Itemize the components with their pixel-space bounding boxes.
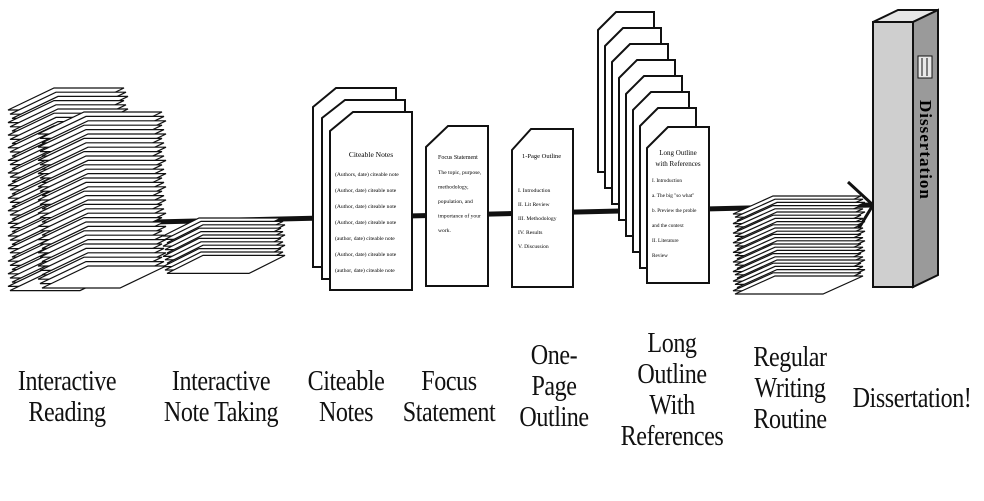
label-line: Reading bbox=[28, 397, 106, 428]
document-line: work. bbox=[438, 228, 451, 234]
paper-sheet bbox=[41, 265, 167, 289]
document-line: a. The big "so what" bbox=[652, 193, 694, 199]
document-line: IV. Results bbox=[518, 230, 542, 236]
label-focus-statement: Focus Statement bbox=[401, 366, 497, 428]
label-line: Long bbox=[647, 328, 697, 359]
citeable-notes-document: Citeable Notes (Authors, date) citeable … bbox=[312, 87, 413, 291]
label-line: Routine bbox=[753, 404, 827, 435]
label-line: Statement bbox=[402, 397, 496, 428]
label-line: Regular bbox=[753, 342, 827, 373]
document-line: II. Lit Review bbox=[518, 202, 550, 208]
document-line: (Author, date) citeable note bbox=[335, 203, 397, 210]
label-line: Interactive bbox=[171, 366, 271, 397]
label-line: Citeable bbox=[307, 366, 385, 397]
document-line: b. Preview the proble bbox=[652, 208, 697, 214]
label-line: Note Taking bbox=[163, 397, 279, 428]
note-taking-stack bbox=[162, 217, 286, 274]
long-outline-title-2: with References bbox=[655, 160, 701, 168]
document-line: V. Discussion bbox=[518, 244, 549, 250]
document-line: (author, date) citeable note bbox=[335, 267, 395, 274]
book-label-box bbox=[917, 55, 933, 79]
document-line: (author, date) citeable note bbox=[335, 235, 395, 242]
label-line: Outline bbox=[637, 359, 707, 390]
label-line: References bbox=[620, 421, 724, 452]
document-line: importance of your bbox=[438, 213, 481, 220]
document-line: II. Literature bbox=[652, 238, 679, 244]
long-outline-lines: I. Introduction a. The big "so what" b. Pr… bbox=[652, 178, 697, 259]
book-spine-title: Dissertation bbox=[916, 100, 935, 200]
document-line: (Author, date) citeable note bbox=[335, 219, 397, 226]
label-interactive-reading: Interactive Reading bbox=[11, 366, 123, 428]
workflow-scene: Citeable Notes (Authors, date) citeable … bbox=[7, 8, 939, 295]
document-line: Review bbox=[652, 253, 668, 259]
one-page-outline-title: 1-Page Outline bbox=[522, 153, 561, 160]
focus-statement-title: Focus Statement bbox=[438, 155, 478, 161]
label-line: Writing bbox=[754, 373, 826, 404]
paper-sheet bbox=[734, 275, 864, 295]
citeable-notes-title: Citeable Notes bbox=[349, 150, 393, 159]
long-outline-document: Long Outline with References I. Introduc… bbox=[646, 126, 710, 284]
reading-stack-right bbox=[37, 111, 167, 289]
label-line: One- bbox=[530, 340, 578, 371]
document-line: and the context bbox=[652, 223, 684, 229]
focus-statement-lines: The topic, purpose, methodology, populatio… bbox=[438, 170, 482, 234]
focus-statement-document: Focus Statement The topic, purpose, metho… bbox=[425, 125, 489, 287]
document-line: population, and bbox=[438, 199, 473, 205]
label-line: Notes bbox=[318, 397, 374, 428]
document-line: III. Methodology bbox=[518, 216, 557, 222]
label-line: Focus bbox=[421, 366, 477, 397]
label-regular-writing-routine: Regular Writing Routine bbox=[745, 342, 834, 435]
regular-writing-stack bbox=[732, 195, 866, 295]
document-line: I. Introduction bbox=[652, 178, 682, 184]
label-line: Interactive bbox=[17, 366, 117, 397]
paper-sheet bbox=[166, 254, 286, 274]
label-line: Page bbox=[531, 371, 577, 402]
dissertation-book: Dissertation bbox=[872, 8, 939, 289]
label-one-page-outline: One- Page Outline bbox=[514, 340, 593, 433]
document-line: methodology, bbox=[438, 185, 469, 191]
label-line: With bbox=[649, 390, 695, 421]
document-line: The topic, purpose, bbox=[438, 170, 482, 176]
label-line: Outline bbox=[519, 402, 589, 433]
citeable-notes-lines: (Authors, date) citeable note (Author, da… bbox=[335, 171, 399, 274]
document-line: (Author, date) citeable note bbox=[335, 251, 397, 258]
long-outline-title-1: Long Outline bbox=[659, 149, 697, 157]
document-line: I. Introduction bbox=[518, 188, 551, 194]
label-dissertation: Dissertation! bbox=[852, 383, 972, 414]
label-long-outline: Long Outline With References bbox=[614, 328, 731, 452]
label-citeable-notes: Citeable Notes bbox=[303, 366, 389, 428]
document-line: (Authors, date) citeable note bbox=[335, 171, 399, 178]
label-interactive-note-taking: Interactive Note Taking bbox=[158, 366, 284, 428]
label-line: Dissertation! bbox=[852, 383, 972, 414]
document-line: (Author, date) citeable note bbox=[335, 187, 397, 194]
